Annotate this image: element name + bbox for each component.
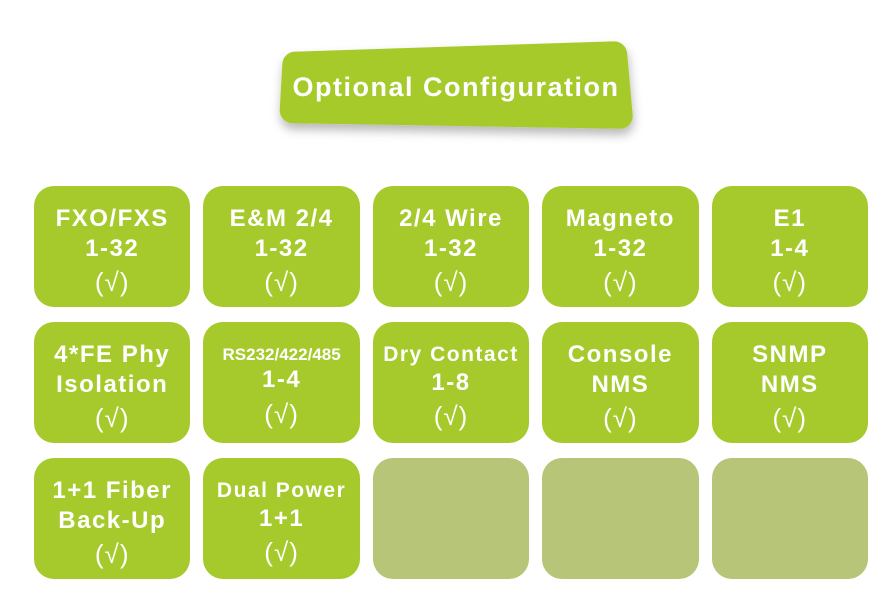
tile-label-line: SNMP: [752, 341, 828, 369]
tile-check-mark: (√): [603, 266, 638, 297]
tile-label-line: 1-32: [85, 234, 140, 262]
tile-label-line: Isolation: [56, 370, 169, 398]
tile-label-line: E&M 2/4: [229, 205, 334, 233]
tile-check-mark: (√): [433, 266, 469, 297]
tile-label-line: 1-8: [431, 368, 471, 396]
tile-label-line: 1-32: [254, 234, 309, 262]
tile-check-mark: (√): [433, 401, 469, 432]
tile-label-line: 2/4 Wire: [399, 205, 503, 233]
tile-label-line: 1-32: [423, 234, 479, 262]
tile-check-mark: (√): [772, 402, 808, 433]
tile-label-line: Dry Contact: [383, 343, 519, 367]
empty-tile: [372, 458, 530, 579]
tile-label-line: Dual Power: [216, 479, 347, 503]
tile-label-line: NMS: [760, 370, 819, 398]
tile-check-mark: (√): [264, 537, 299, 568]
tile-label-line: RS232/422/485: [222, 344, 341, 364]
tile-label-line: Console: [567, 341, 673, 369]
tile-check-mark: (√): [603, 402, 638, 433]
tile-label-line: 1+1 Fiber: [52, 477, 172, 505]
empty-tile: [711, 458, 868, 579]
tile-check-mark: (√): [94, 538, 130, 569]
tile-label-line: Magneto: [565, 205, 675, 233]
tile-label-line: 1-4: [262, 366, 302, 394]
tile-label-line: NMS: [591, 370, 650, 398]
tile-label-line: Back-Up: [58, 506, 167, 534]
tile-label-line: 1+1: [258, 504, 305, 532]
tile-label-line: 1-4: [770, 234, 810, 262]
tile-check-mark: (√): [94, 266, 130, 297]
banner-shape: [279, 41, 633, 129]
tile-check-mark: (√): [772, 266, 808, 297]
banner-title: Optional Configuration: [293, 72, 620, 102]
empty-tile: [542, 458, 699, 579]
tile-label-line: 1-32: [593, 234, 648, 262]
tile-check-mark: (√): [94, 402, 130, 433]
tile-label-line: 4*FE Phy: [54, 341, 171, 369]
banner: Optional Configuration: [279, 41, 633, 129]
tile-label-line: E1: [773, 205, 806, 233]
tile-label-line: FXO/FXS: [55, 205, 169, 233]
tile-check-mark: (√): [264, 266, 299, 297]
tile-check-mark: (√): [264, 398, 299, 429]
